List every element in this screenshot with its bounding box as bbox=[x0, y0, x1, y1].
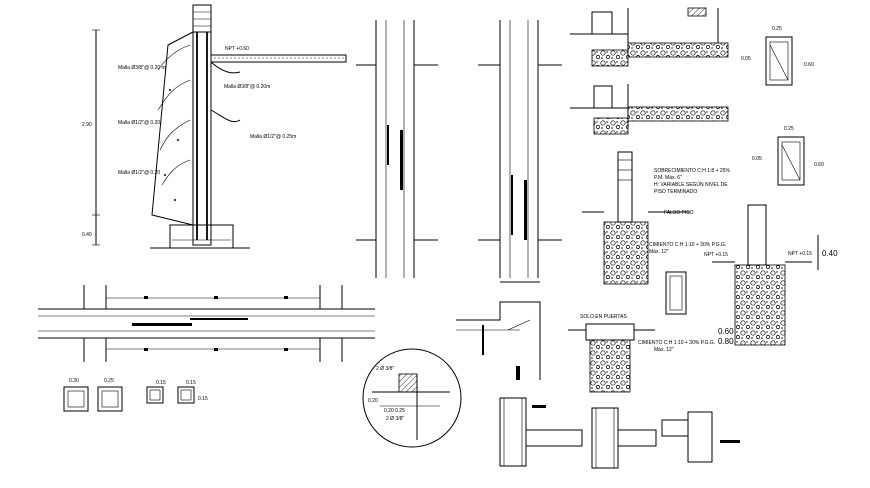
column-b-height: 0.60 bbox=[814, 162, 824, 168]
column-elevation-a bbox=[356, 20, 438, 278]
step-section-detail bbox=[456, 281, 541, 380]
mesh-label-e: Malla Ø1/2"@ 0.20 bbox=[118, 170, 160, 176]
cimiento-a-label-2: Máx. 12" bbox=[649, 249, 669, 255]
column-section-b: 0.25 0.60 0.05 bbox=[752, 126, 824, 186]
mesh-label-b: Malla Ø3/8"@ 0.20m bbox=[224, 84, 270, 90]
cimiento-a-label-1: CIMIENTO C:H 1:10 + 30% P.G.G. bbox=[649, 242, 726, 248]
column-b-side: 0.05 bbox=[752, 156, 762, 162]
section-dim-3: 0.15 bbox=[156, 380, 166, 386]
strip-foundation-section: SOBRECIMIENTO C:H 1:8 + 25% P.M. Máx. 6"… bbox=[582, 151, 730, 285]
beam-elevation bbox=[38, 285, 375, 362]
slab-level-label: NPT +0.60 bbox=[225, 46, 249, 52]
column-b-width: 0.25 bbox=[784, 126, 794, 132]
cimiento-b-label-2: Máx. 12" bbox=[654, 347, 674, 353]
column-a-width: 0.25 bbox=[772, 26, 782, 32]
mesh-label-d: Malla Ø1/2"@ 0.25m bbox=[250, 134, 296, 140]
section-dim-5: 0.15 bbox=[198, 396, 208, 402]
column-elevation-b bbox=[478, 20, 562, 278]
overcimiento-label-3: H: VARIABLE SEGÚN NIVEL DE bbox=[654, 181, 728, 188]
npt-right-label: NPT +0.15 bbox=[788, 251, 812, 257]
height-base-dim: 0.40 bbox=[82, 232, 92, 238]
detail-label-a: 2 Ø 3/8" bbox=[376, 366, 394, 372]
height-total-dim: 2.90 bbox=[82, 122, 92, 128]
falso-piso-label: FALSO PISO bbox=[664, 210, 694, 216]
door-foundation-section: SOLO EN PUERTAS CIMIENTO C:H 1:10 + 30% … bbox=[568, 314, 715, 393]
wall-section-detail: 2.90 0.40 NPT +0.60 Malla Ø3/8"@ 0.20 m … bbox=[82, 4, 347, 249]
width-060-dim: 0.60 bbox=[718, 327, 734, 336]
section-dim-4: 0.15 bbox=[186, 380, 196, 386]
overcimiento-label-4: PISO TERMINADO bbox=[654, 189, 697, 195]
door-only-label: SOLO EN PUERTAS bbox=[580, 314, 627, 320]
column-a-side: 0.05 bbox=[741, 56, 751, 62]
detail-label-c: 0.20 0.25 bbox=[384, 408, 405, 414]
stone-foundation-section: NPT +0.15 0.40 0.60 0.80 bbox=[712, 204, 838, 346]
mesh-label-c: Malla Ø1/2"@ 0.20 bbox=[118, 120, 160, 126]
column-section-a: 0.25 0.60 0.05 bbox=[741, 26, 814, 86]
foundation-detail-middle bbox=[570, 84, 729, 135]
overcimiento-label-2: P.M. Máx. 6" bbox=[654, 175, 682, 181]
height-040-dim: 0.40 bbox=[822, 249, 838, 258]
npt-small-label: NPT +0.15 bbox=[704, 252, 728, 258]
section-dim-1: 0.30 bbox=[69, 378, 79, 384]
cimiento-b-label-1: CIMIENTO C:H 1:10 + 30% P.G.G. bbox=[638, 340, 715, 346]
overcimiento-label-1: SOBRECIMIENTO C:H 1:8 + 25% bbox=[654, 168, 730, 174]
column-sections-row: 0.30 0.25 0.15 0.15 0.15 bbox=[63, 378, 208, 412]
foundation-detail-top bbox=[570, 7, 729, 67]
circular-detail-callout: 2 Ø 3/8" 0.20 0.20 0.25 2 Ø 3/8" bbox=[362, 348, 462, 448]
section-dim-2: 0.25 bbox=[104, 378, 114, 384]
small-column-section: NPT +0.15 bbox=[665, 252, 728, 315]
width-080-dim: 0.80 bbox=[718, 337, 734, 346]
mesh-label-a: Malla Ø3/8"@ 0.20 m bbox=[118, 65, 166, 71]
column-a-height: 0.60 bbox=[804, 62, 814, 68]
beam-column-joint-details bbox=[499, 397, 740, 469]
detail-label-d: 2 Ø 3/8" bbox=[386, 416, 404, 422]
detail-label-b: 0.20 bbox=[368, 398, 378, 404]
